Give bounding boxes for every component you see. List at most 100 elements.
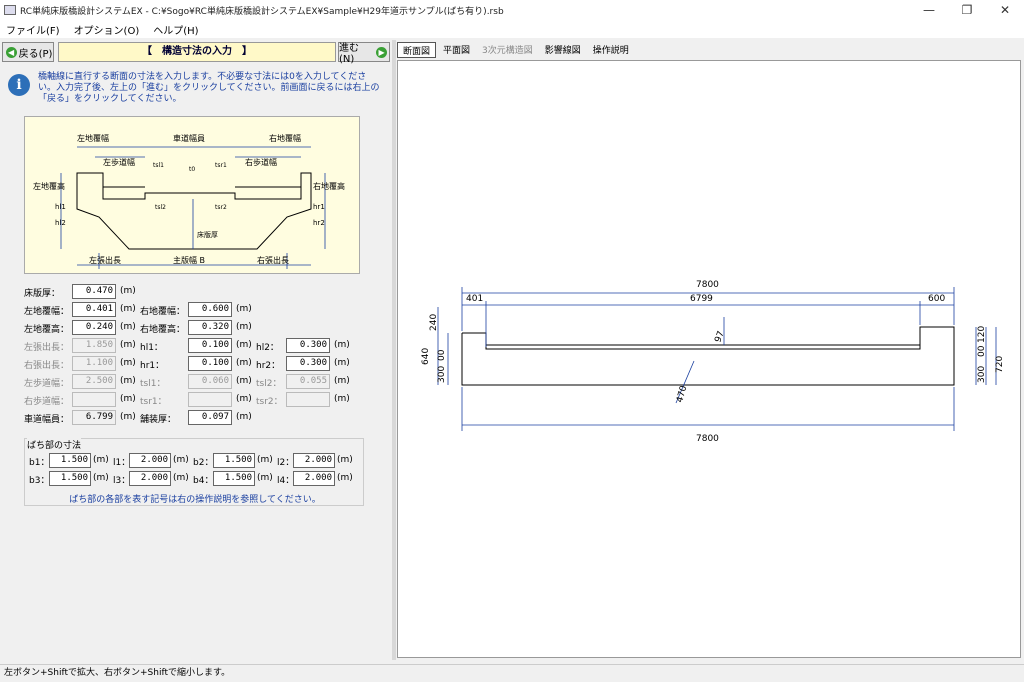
dim-roadway: 6799 (690, 294, 713, 304)
dim-total-bottom: 7800 (696, 434, 719, 444)
dim-left-curb: 401 (466, 294, 483, 304)
dim-left-300: 300 (437, 366, 447, 383)
unit-label: (m) (120, 358, 136, 368)
unit-label: (m) (236, 340, 252, 350)
diagram-tsl2: tsl2 (155, 204, 166, 211)
tab-help[interactable]: 操作説明 (592, 46, 629, 56)
b1-field[interactable]: 1.500 (49, 453, 91, 468)
diagram-tsr2: tsr2 (215, 204, 227, 211)
l1-field[interactable]: 2.000 (129, 453, 171, 468)
diagram-hr1: hr1 (313, 203, 325, 211)
l3-label: l3： (113, 476, 131, 486)
drawing-canvas[interactable]: 7800 401 6799 600 240 640 300 00 97 470 … (397, 60, 1021, 658)
bachi-group: ばち部の寸法 b1： 1.500 (m) l1： 2.000 (m) b2： 1… (24, 438, 364, 506)
row-roadway: 車道幅員： 6.799 (m) 舗装厚： 0.097 (m) (24, 410, 364, 426)
hr2-label: hr2： (256, 361, 281, 371)
row-slab-thickness: 床版厚： 0.470 (m) (24, 284, 364, 300)
hr1-field[interactable]: 0.100 (188, 356, 232, 371)
tab-cross-section[interactable]: 断面図 (397, 42, 437, 58)
diagram-left-curb-width: 左地覆幅 (77, 133, 109, 143)
tsl2-label: tsl2： (256, 379, 282, 389)
row-left-sidewalk: 左歩道幅： 2.500 (m) tsl1： 0.060 (m) tsl2： 0.… (24, 374, 364, 390)
view-tabs: 断面図 平面図 3次元構造図 影響線図 操作説明 (397, 42, 636, 58)
tab-plan[interactable]: 平面図 (443, 46, 471, 56)
menu-help[interactable]: ヘルプ(H) (153, 25, 199, 37)
tsr1-label: tsr1： (140, 397, 167, 407)
dim-total-top: 7800 (696, 280, 719, 290)
unit-label: (m) (120, 376, 136, 386)
hr2-field[interactable]: 0.300 (286, 356, 330, 371)
dim-pavement-97: 97 (713, 330, 726, 344)
row-right-overhang: 右張出長： 1.100 (m) hr1： 0.100 (m) hr2： 0.30… (24, 356, 364, 372)
next-button[interactable]: 進む(N) ▶ (338, 42, 390, 65)
left-curb-height-field[interactable]: 0.240 (72, 320, 116, 335)
left-curb-width-field[interactable]: 0.401 (72, 302, 116, 317)
left-overhang-label: 左張出長： (24, 343, 70, 353)
info-box: i 橋軸線に直行する断面の寸法を入力します。不必要な寸法には0を入力してください… (8, 70, 388, 112)
roadway-width-label: 車道幅員： (24, 415, 70, 425)
menu-options[interactable]: オプション(O) (73, 25, 140, 37)
page-title: 【 構造寸法の入力 】 (58, 42, 336, 62)
b4-field[interactable]: 1.500 (213, 471, 255, 486)
unit-label: (m) (120, 394, 136, 404)
l4-label: l4： (277, 476, 295, 486)
tab-influence-line[interactable]: 影響線図 (544, 46, 581, 56)
back-button[interactable]: ◀ 戻る(P) (2, 42, 54, 62)
dim-left-00: 00 (437, 349, 447, 361)
hl1-label: hl1： (140, 343, 163, 353)
dim-right-00: 00 (977, 345, 987, 357)
info-icon: i (8, 74, 30, 96)
l2-field[interactable]: 2.000 (293, 453, 335, 468)
dim-right-720: 720 (995, 356, 1005, 373)
unit-label: (m) (236, 358, 252, 368)
right-overhang-field: 1.100 (72, 356, 116, 371)
navigation-row: ◀ 戻る(P) 【 構造寸法の入力 】 進む(N) ▶ (2, 42, 390, 65)
hl2-field[interactable]: 0.300 (286, 338, 330, 353)
tsl2-field: 0.055 (286, 374, 330, 389)
dim-left-640: 640 (421, 348, 431, 365)
bachi-title: ばち部の寸法 (27, 438, 82, 451)
next-arrow-icon: ▶ (376, 46, 387, 58)
pavement-thickness-field[interactable]: 0.097 (188, 410, 232, 425)
minimize-icon[interactable]: — (923, 3, 935, 17)
unit-label: (m) (120, 412, 136, 422)
slab-thickness-label: 床版厚： (24, 289, 61, 299)
unit-label: (m) (93, 473, 109, 483)
l3-field[interactable]: 2.000 (129, 471, 171, 486)
tsr2-field (286, 392, 330, 407)
right-curb-height-field[interactable]: 0.320 (188, 320, 232, 335)
hl2-label: hl2： (256, 343, 279, 353)
l4-field[interactable]: 2.000 (293, 471, 335, 486)
tsl1-field: 0.060 (188, 374, 232, 389)
unit-label: (m) (257, 473, 273, 483)
b2-field[interactable]: 1.500 (213, 453, 255, 468)
right-sidewalk-field (72, 392, 116, 407)
diagram-right-curb-height: 右地覆高 (313, 181, 345, 191)
right-curb-width-field[interactable]: 0.600 (188, 302, 232, 317)
diagram-left-curb-height: 左地覆高 (33, 181, 65, 191)
unit-label: (m) (236, 304, 252, 314)
unit-label: (m) (334, 376, 350, 386)
l2-label: l2： (277, 458, 295, 468)
left-curb-height-label: 左地覆高： (24, 325, 70, 335)
menu-file[interactable]: ファイル(F) (6, 25, 60, 37)
diagram-slab-thickness: 床版厚 (197, 230, 218, 239)
maximize-icon[interactable]: ❐ (961, 3, 973, 17)
diagram-tsl1: tsl1 (153, 162, 164, 169)
hl1-field[interactable]: 0.100 (188, 338, 232, 353)
tsr1-field (188, 392, 232, 407)
window-controls: — ❐ ✕ (910, 0, 1024, 20)
close-icon[interactable]: ✕ (999, 3, 1011, 17)
diagram-roadway-width: 車道幅員 (173, 133, 205, 143)
dim-right-120: 120 (977, 326, 987, 343)
b3-field[interactable]: 1.500 (49, 471, 91, 486)
hr1-label: hr1： (140, 361, 165, 371)
info-message: 橋軸線に直行する断面の寸法を入力します。不必要な寸法には0を入力してください。入… (38, 72, 380, 104)
right-sidewalk-label: 右歩道幅： (24, 397, 70, 407)
unit-label: (m) (173, 455, 189, 465)
row-bachi-1: b1： 1.500 (m) l1： 2.000 (m) b2： 1.500 (m… (29, 453, 369, 469)
unit-label: (m) (120, 322, 136, 332)
panel-splitter[interactable] (392, 40, 396, 660)
l1-label: l1： (113, 458, 131, 468)
slab-thickness-field[interactable]: 0.470 (72, 284, 116, 299)
